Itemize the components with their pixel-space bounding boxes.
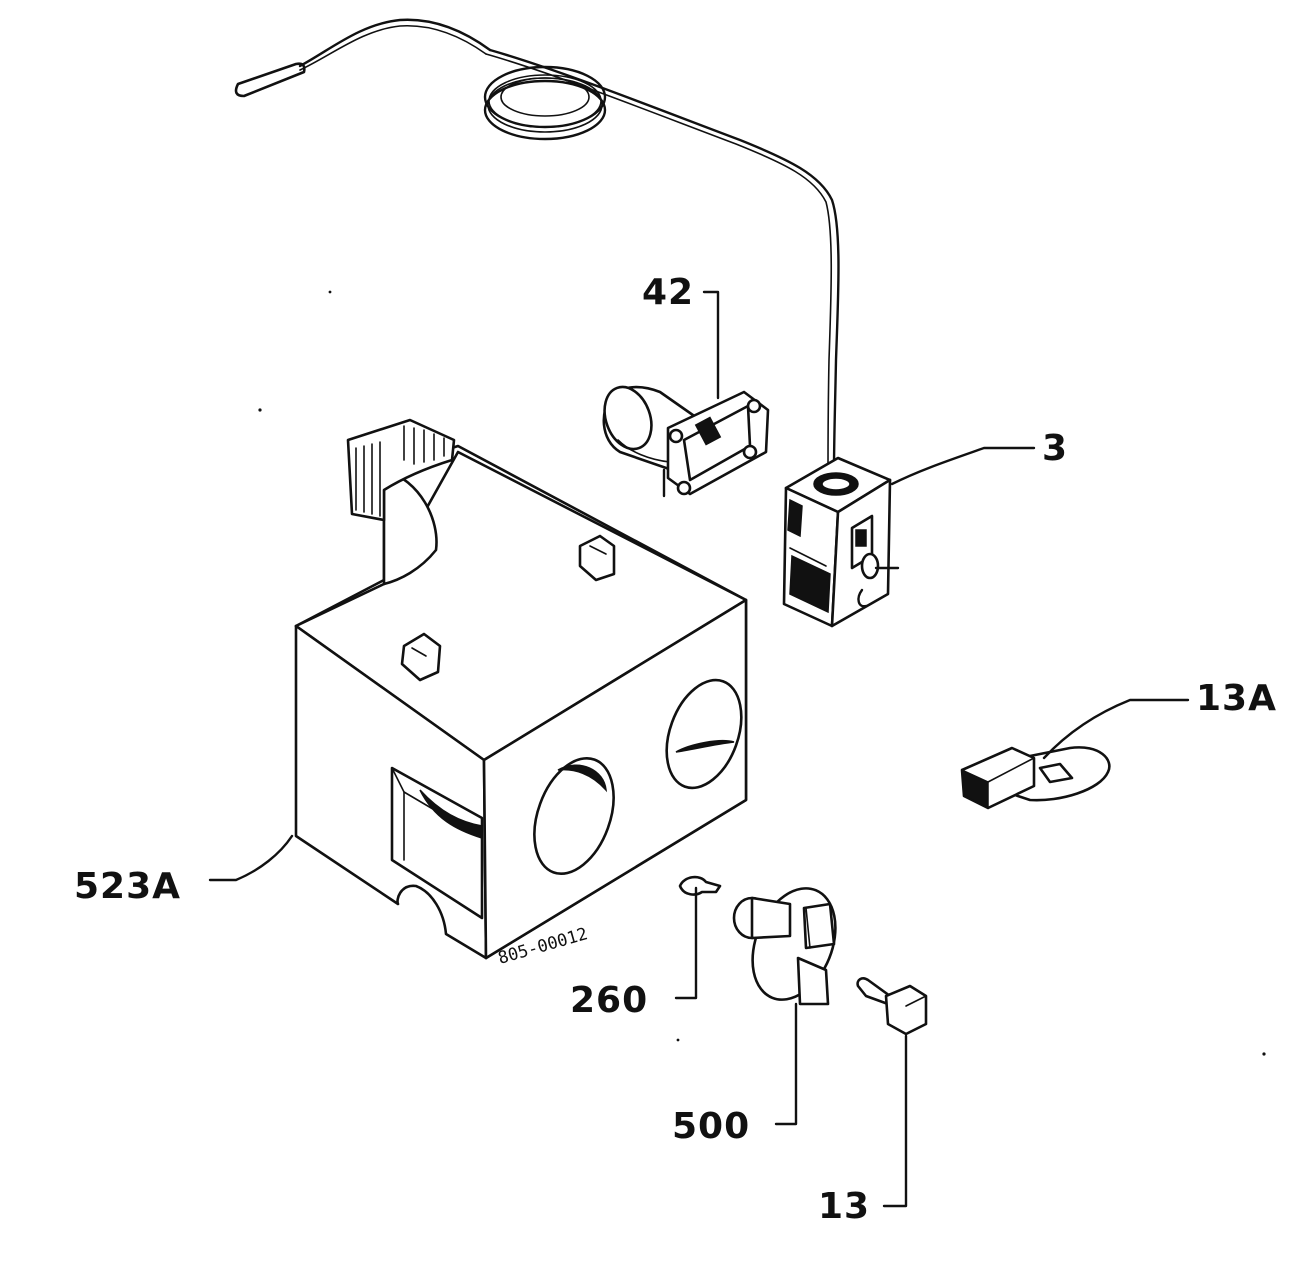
callout-42: 42	[642, 272, 694, 313]
lamp-cover-part-13a	[960, 746, 1111, 810]
lamp-holder-part-42	[602, 385, 770, 498]
callout-523a: 523A	[74, 866, 181, 907]
scan-specks	[258, 290, 1266, 1056]
callout-500: 500	[672, 1106, 750, 1147]
knob-part-500	[732, 887, 837, 1006]
pin-part-13	[856, 977, 928, 1036]
capillary-tube-with-bulb	[234, 18, 840, 472]
callout-3: 3	[1042, 428, 1068, 469]
callout-13: 13	[818, 1186, 870, 1227]
callout-260: 260	[570, 980, 648, 1021]
thermostat-part-3	[782, 456, 900, 628]
housing-part-523a	[294, 418, 748, 960]
clip-part-260	[678, 875, 722, 896]
callout-13a: 13A	[1196, 678, 1277, 719]
leader-lines	[208, 290, 1190, 1208]
